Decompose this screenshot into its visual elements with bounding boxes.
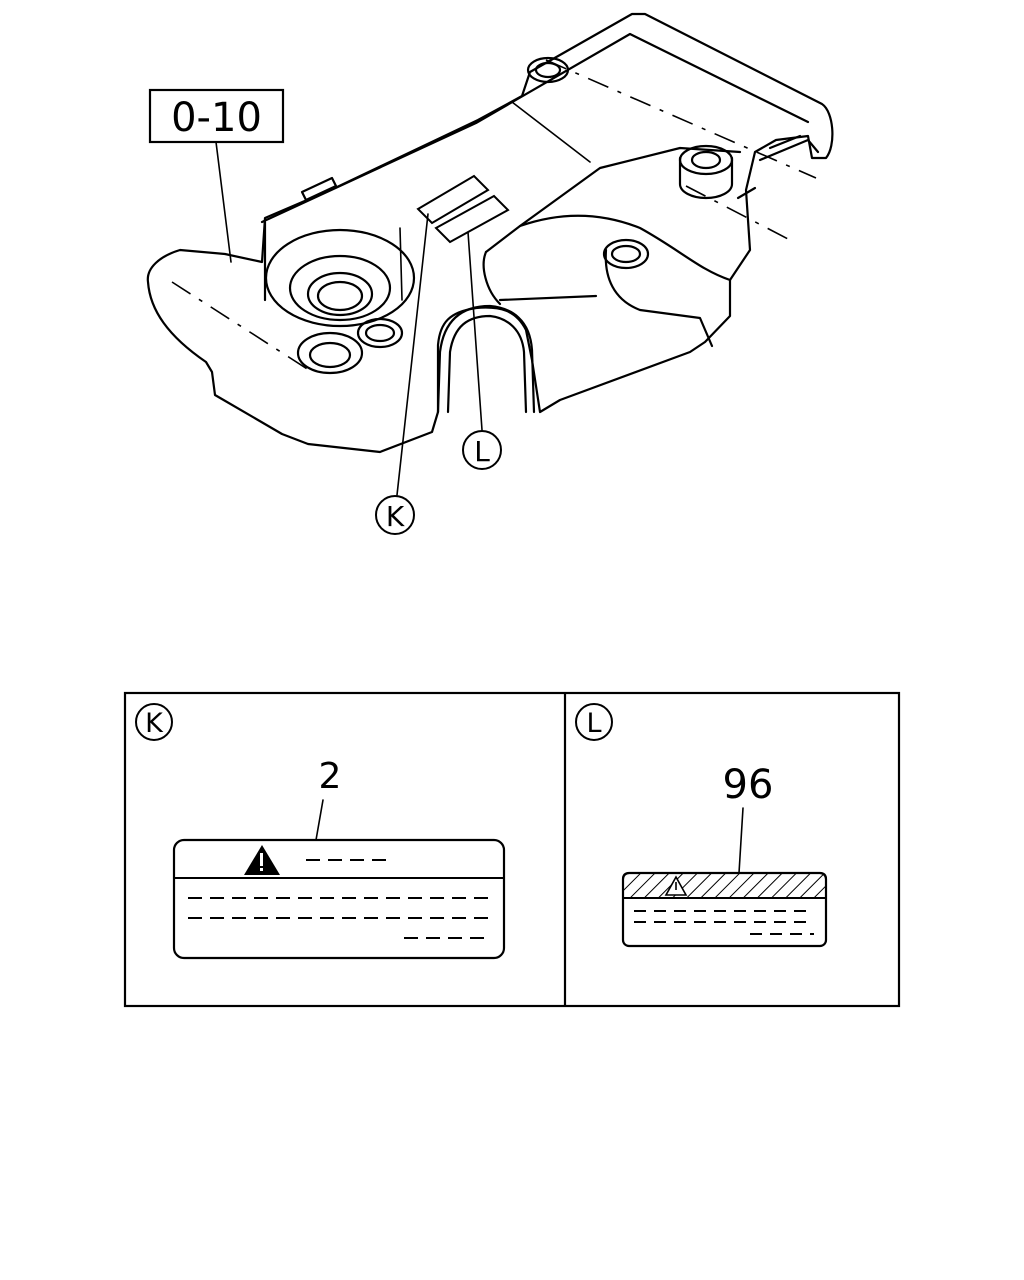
callout-k-letter: K [386,500,405,533]
reference-label: 0-10 [171,95,262,141]
callout-l-letter: L [474,435,490,468]
reference-box: 0-10 [148,88,285,263]
part-number-96: 96 [723,762,774,808]
callout-k: K [375,495,415,535]
detail-k-panel: K 2 [135,703,506,960]
warning-label-k [172,838,506,960]
warning-label-l [621,871,828,948]
callout-l: L [462,430,502,470]
warning-triangle-icon [244,845,280,875]
warning-triangle-icon [664,875,688,896]
detail-k-letter: K [145,708,164,739]
part-number-2: 2 [319,756,342,797]
detail-l-letter: L [586,708,601,739]
label-l-on-part [434,194,510,244]
detail-l-panel: L 96 [575,703,828,948]
detail-table [123,691,901,1008]
component-drawing [146,12,834,454]
